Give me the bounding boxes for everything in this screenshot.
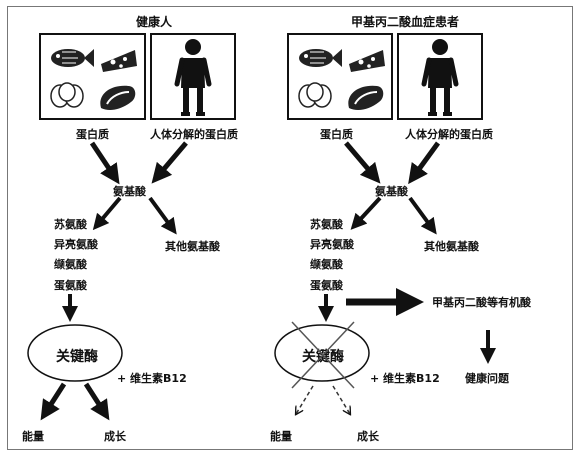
diagram-frame [7, 6, 573, 450]
fish-icon [51, 49, 94, 67]
left-body-protein-label: 人体分解的蛋白质 [150, 128, 238, 141]
left-amino-item: 蛋氨酸 [54, 279, 87, 292]
right-protein-label: 蛋白质 [320, 128, 353, 141]
left-food-box [39, 33, 146, 120]
left-vitamin-label: + 维生素B12 [117, 372, 187, 385]
eggs-icon [298, 82, 332, 108]
left-energy-label: 能量 [22, 430, 44, 443]
right-health-problem-label: 健康问题 [465, 372, 509, 385]
right-amino-item: 蛋氨酸 [310, 279, 343, 292]
left-enzyme-ellipse [27, 324, 123, 382]
right-title: 甲基丙二酸血症患者 [351, 15, 460, 29]
cheese-icon [349, 50, 385, 72]
left-title: 健康人 [136, 15, 173, 29]
enzyme-cross-line [291, 321, 355, 389]
left-amino-item: 缬氨酸 [54, 258, 87, 271]
right-amino-item: 苏氨酸 [310, 218, 343, 231]
right-growth-label: 成长 [357, 430, 379, 443]
left-enzyme-label: 关键酶 [56, 349, 98, 365]
left-other-amino-label: 其他氨基酸 [165, 240, 220, 253]
left-amino-acid-label: 氨基酸 [113, 185, 146, 198]
left-amino-item: 异亮氨酸 [54, 238, 98, 251]
right-other-amino-label: 其他氨基酸 [424, 240, 479, 253]
right-amino-item: 缬氨酸 [310, 258, 343, 271]
person-icon [174, 39, 212, 116]
eggs-icon [50, 82, 84, 108]
left-protein-label: 蛋白质 [76, 128, 109, 141]
right-energy-label: 能量 [270, 430, 292, 443]
right-vitamin-label: + 维生素B12 [370, 372, 440, 385]
right-enzyme-ellipse [274, 324, 370, 382]
right-organic-acid-label: 甲基丙二酸等有机酸 [432, 296, 531, 309]
meat-icon [348, 85, 384, 110]
person-icon [421, 39, 459, 116]
left-amino-item: 苏氨酸 [54, 218, 87, 231]
cheese-icon [101, 50, 137, 72]
right-amino-acid-label: 氨基酸 [375, 185, 408, 198]
left-growth-label: 成长 [104, 430, 126, 443]
meat-icon [100, 85, 136, 110]
right-body-protein-label: 人体分解的蛋白质 [405, 128, 493, 141]
fish-icon [299, 49, 342, 67]
right-enzyme-label: 关键酶 [302, 349, 344, 365]
right-amino-item: 异亮氨酸 [310, 238, 354, 251]
